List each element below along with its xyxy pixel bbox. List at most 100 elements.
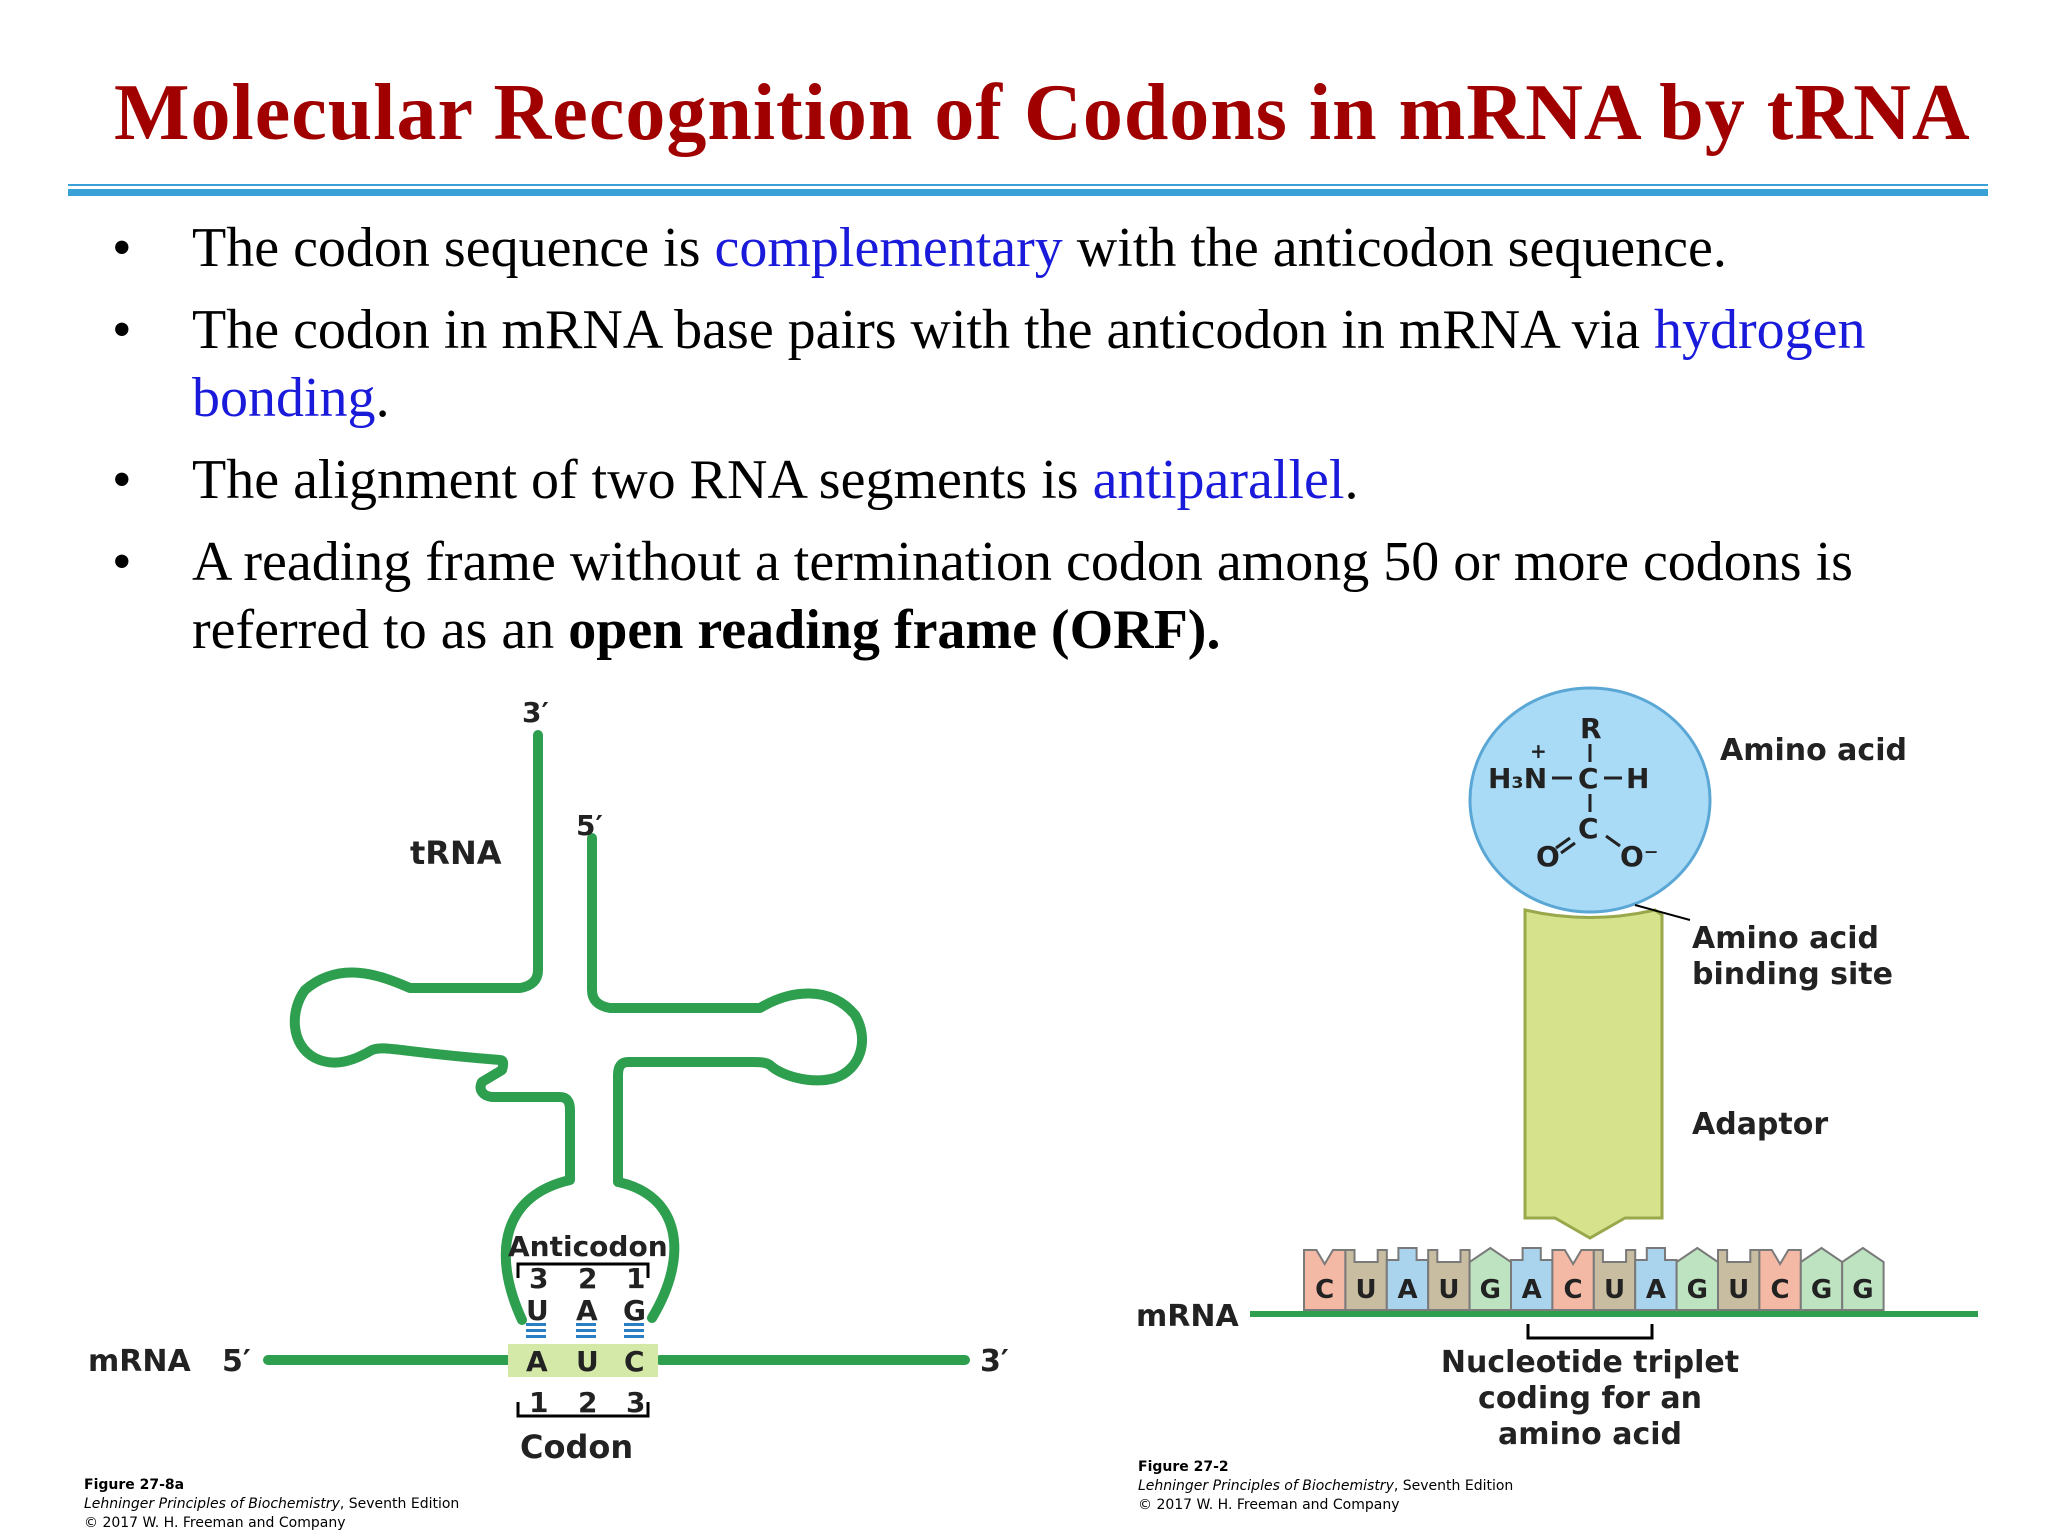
slide-title: Molecular Recognition of Codons in mRNA … (114, 69, 1971, 157)
anticodon-base: G (623, 1294, 646, 1327)
bullet-text: The alignment of two RNA segments is (192, 449, 1093, 511)
copyright: © 2017 W. H. Freeman and Company (1138, 1497, 1400, 1513)
mrna-label-left: mRNA (88, 1344, 191, 1379)
anticodon-number: 2 (578, 1262, 597, 1295)
bullet-item: • A reading frame without a termination … (100, 528, 2000, 664)
bullet-text: The codon in mRNA base pairs with the an… (192, 299, 1655, 361)
bullet-text: The codon sequence is (192, 217, 715, 279)
codon-base: A (526, 1345, 548, 1378)
hbond-line (526, 1323, 546, 1326)
book-title: Lehninger Principles of Biochemistry (1138, 1478, 1394, 1494)
anticodon-base: A (576, 1294, 598, 1327)
bullet-emphasis: complementary (714, 217, 1063, 279)
codon-base: C (624, 1345, 645, 1378)
nucleotide-letter: A (1397, 1275, 1417, 1305)
title-rule-thin (68, 184, 1988, 186)
bullet-emphasis: hydrogen bonding (192, 299, 1866, 429)
trna-strand-3prime (289, 730, 575, 1325)
hbond-line (624, 1323, 644, 1326)
nucleotide-letter: G (1480, 1275, 1501, 1305)
trna-label: tRNA (410, 834, 502, 872)
codon-pair-box (508, 1344, 658, 1377)
bullet-text: . (1344, 449, 1359, 511)
anticodon-bracket (516, 1262, 650, 1278)
figure-caption-right: Figure 27-2 Lehninger Principles of Bioc… (1138, 1458, 1513, 1515)
nucleotide-letter: C (1771, 1275, 1790, 1305)
chem-plus: + (1530, 739, 1547, 763)
amino-acid-label: Amino acid (1720, 733, 1907, 768)
chem-h3n: H₃N (1488, 762, 1547, 795)
bullet-strong: open reading frame (ORF). (568, 599, 1221, 661)
codon-number: 2 (578, 1386, 597, 1419)
codon-bracket (516, 1402, 650, 1418)
hbond-line (624, 1335, 644, 1338)
anticodon-base: U (526, 1294, 549, 1327)
bullet-text: . (375, 367, 390, 429)
codon-label: Codon (520, 1428, 633, 1466)
bond-line (1560, 841, 1576, 855)
book-title: Lehninger Principles of Biochemistry (84, 1496, 340, 1512)
codon-number: 1 (529, 1386, 548, 1419)
bullet-item: • The codon in mRNA base pairs with the … (100, 296, 2000, 432)
binding-site-pointer (1634, 904, 1691, 921)
mrna-label-right: mRNA (1136, 1299, 1239, 1334)
bond-line (1605, 834, 1621, 848)
book-edition: , Seventh Edition (1393, 1478, 1514, 1494)
nucleotide-letter: U (1438, 1275, 1459, 1305)
mrna-3prime-label: 3′ (980, 1344, 1009, 1379)
figure-number: Figure 27-2 (1138, 1459, 1229, 1475)
nucleotide-letter: C (1564, 1275, 1583, 1305)
book-edition: , Seventh Edition (339, 1496, 460, 1512)
bullet-dot: • (112, 217, 132, 279)
nucleotide-block (1841, 1246, 1885, 1311)
bullet-list: • The codon sequence is complementary wi… (100, 214, 2000, 678)
hbond-line (576, 1323, 596, 1326)
binding-site-label: Amino acid (1692, 921, 1879, 956)
hbond-line (576, 1335, 596, 1338)
nucleotide-block (1799, 1246, 1844, 1311)
binding-site-label: binding site (1692, 957, 1893, 992)
bullet-item: • The codon sequence is complementary wi… (100, 214, 2000, 282)
bond-line (1555, 836, 1571, 850)
chem-c-carbonyl: C (1578, 812, 1599, 845)
anticodon-number: 3 (529, 1262, 548, 1295)
triplet-label: Nucleotide triplet (1441, 1345, 1739, 1380)
bullet-emphasis: antiparallel (1092, 449, 1345, 511)
nucleotide-block (1468, 1246, 1512, 1311)
bullet-text: A reading frame without a termination co… (192, 531, 1853, 661)
bullet-item: • The alignment of two RNA segments is a… (100, 446, 2000, 514)
nucleotide-letter: U (1728, 1275, 1749, 1305)
nucleotide-letter: C (1315, 1275, 1334, 1305)
five-prime-top-label: 5′ (576, 809, 603, 842)
nucleotide-letter: U (1356, 1275, 1377, 1305)
hbond-line (526, 1335, 546, 1338)
chem-o: O (1536, 840, 1560, 873)
trna-diagram: 3′ 5′ tRNA Anticodon 3 2 1 U A G A U C 1… (88, 696, 1009, 1466)
adaptor-label: Adaptor (1692, 1107, 1828, 1142)
anticodon-label: Anticodon (508, 1230, 668, 1263)
nucleotide-letter: U (1604, 1275, 1625, 1305)
three-prime-top-label: 3′ (522, 696, 549, 729)
nucleotide-letter: G (1852, 1275, 1873, 1305)
bullet-dot: • (112, 449, 132, 511)
hbond-line (576, 1329, 596, 1332)
chem-r: R (1580, 712, 1602, 745)
nucleotide-letter: A (1522, 1275, 1542, 1305)
bullet-dot: • (112, 299, 132, 361)
nucleotide-letter: A (1646, 1275, 1666, 1305)
triplet-bracket (1526, 1324, 1654, 1340)
hbond-line (624, 1329, 644, 1332)
figure-caption-left: Figure 27-8a Lehninger Principles of Bio… (84, 1476, 459, 1533)
codon-number: 3 (626, 1386, 645, 1419)
codon-base: U (576, 1345, 599, 1378)
figure-number: Figure 27-8a (84, 1477, 185, 1493)
trna-strand-5prime (587, 833, 868, 1323)
copyright: © 2017 W. H. Freeman and Company (84, 1515, 346, 1531)
title-rule-thick (68, 189, 1988, 196)
hbond-line (526, 1329, 546, 1332)
nucleotide-letter: G (1811, 1275, 1832, 1305)
mrna-5prime-label: 5′ (222, 1344, 251, 1379)
bullet-dot: • (112, 531, 132, 593)
